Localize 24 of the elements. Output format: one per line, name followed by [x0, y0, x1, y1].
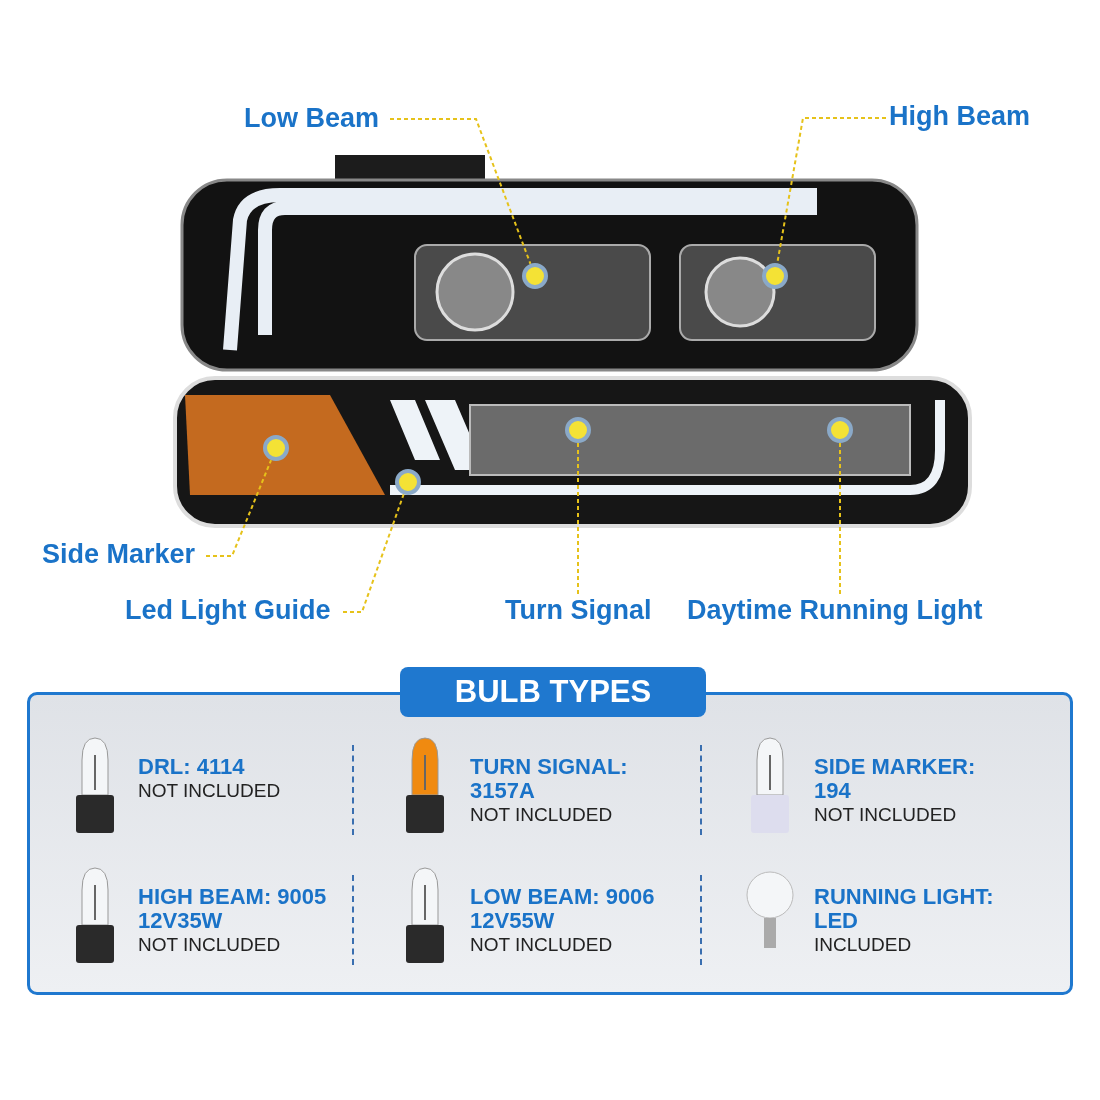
callout-label: Turn Signal	[505, 594, 652, 626]
callout-label: Led Light Guide	[125, 594, 331, 626]
leader-line	[577, 442, 579, 595]
inclusion-note: NOT INCLUDED	[470, 933, 614, 957]
bulb-name: HIGH BEAM: 9005 12V35W	[138, 885, 328, 933]
inclusion-note: NOT INCLUDED	[814, 803, 958, 827]
bulb-name: LOW BEAM: 9006 12V55W	[470, 885, 656, 933]
callout-label: Side Marker	[42, 538, 196, 570]
inclusion-note: INCLUDED	[814, 933, 913, 957]
leader-line	[839, 442, 841, 595]
inclusion-note: NOT INCLUDED	[138, 779, 282, 803]
bulb-name: RUNNING LIGHT: LED	[814, 885, 995, 933]
bulb-name: TURN SIGNAL: 3157A	[470, 755, 629, 803]
bulb-name: DRL: 4114	[138, 755, 246, 779]
bulb-name: SIDE MARKER: 194	[814, 755, 977, 803]
panel-heading: BULB TYPES	[400, 667, 706, 717]
callout-label: High Beam	[889, 100, 1031, 132]
callout-label: Daytime Running Light	[687, 594, 983, 626]
leader-line	[342, 493, 405, 613]
inclusion-note: NOT INCLUDED	[470, 803, 614, 827]
callout-label: Low Beam	[244, 102, 380, 134]
leader-line	[389, 118, 532, 265]
inclusion-note: NOT INCLUDED	[138, 933, 282, 957]
leader-line	[205, 459, 273, 557]
